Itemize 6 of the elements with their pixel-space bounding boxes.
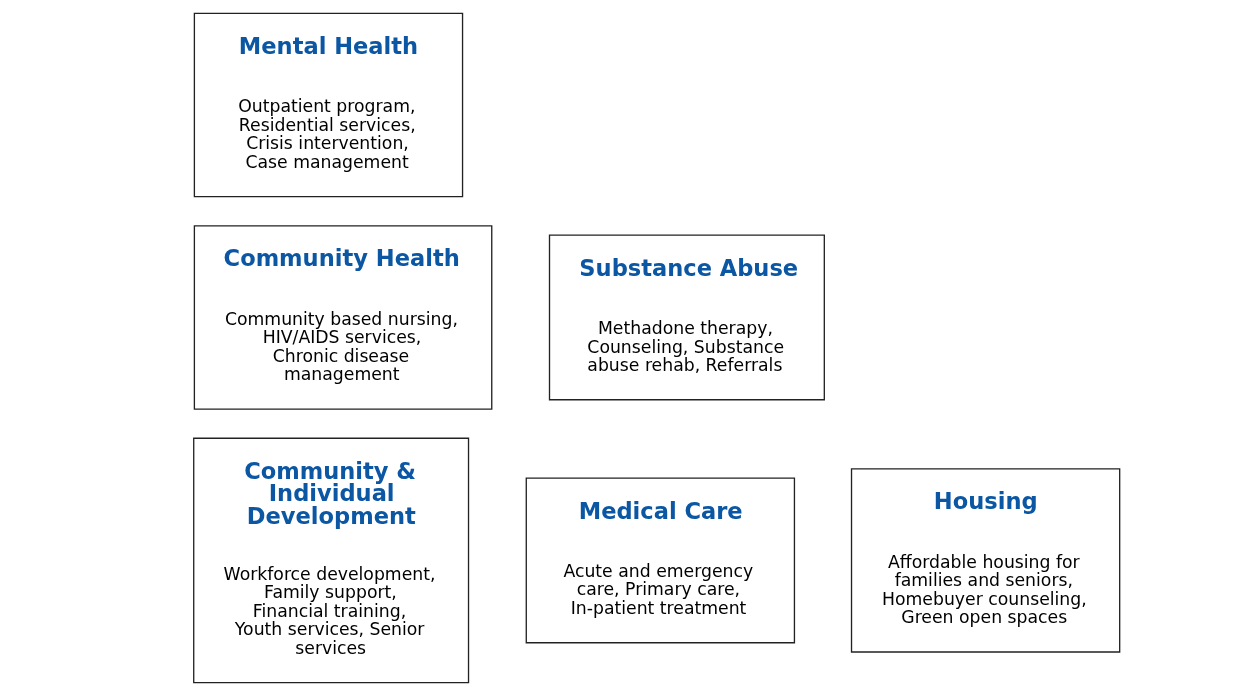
node-box: Substance Abuse Methadone therapy, Counseling, Substance abuse rehab, Referrals: [548, 234, 825, 401]
node-box: Housing Affordable housing for families and seniors, Homebuyer counseling, Green open spaces: [850, 468, 1120, 653]
node-box: Community & Individual Development Workforce development, Family support, Financial training, Youth services, Senior services: [192, 437, 469, 684]
node-box: Medical Care Acute and emergency care, Primary care, In-patient treatment: [525, 477, 795, 644]
node-box: Community Health Community based nursing, HIV/AIDS services, Chronic disease management: [193, 225, 492, 410]
node-box: Mental Health Outpatient program, Residential services, Crisis intervention, Case management: [193, 12, 463, 198]
